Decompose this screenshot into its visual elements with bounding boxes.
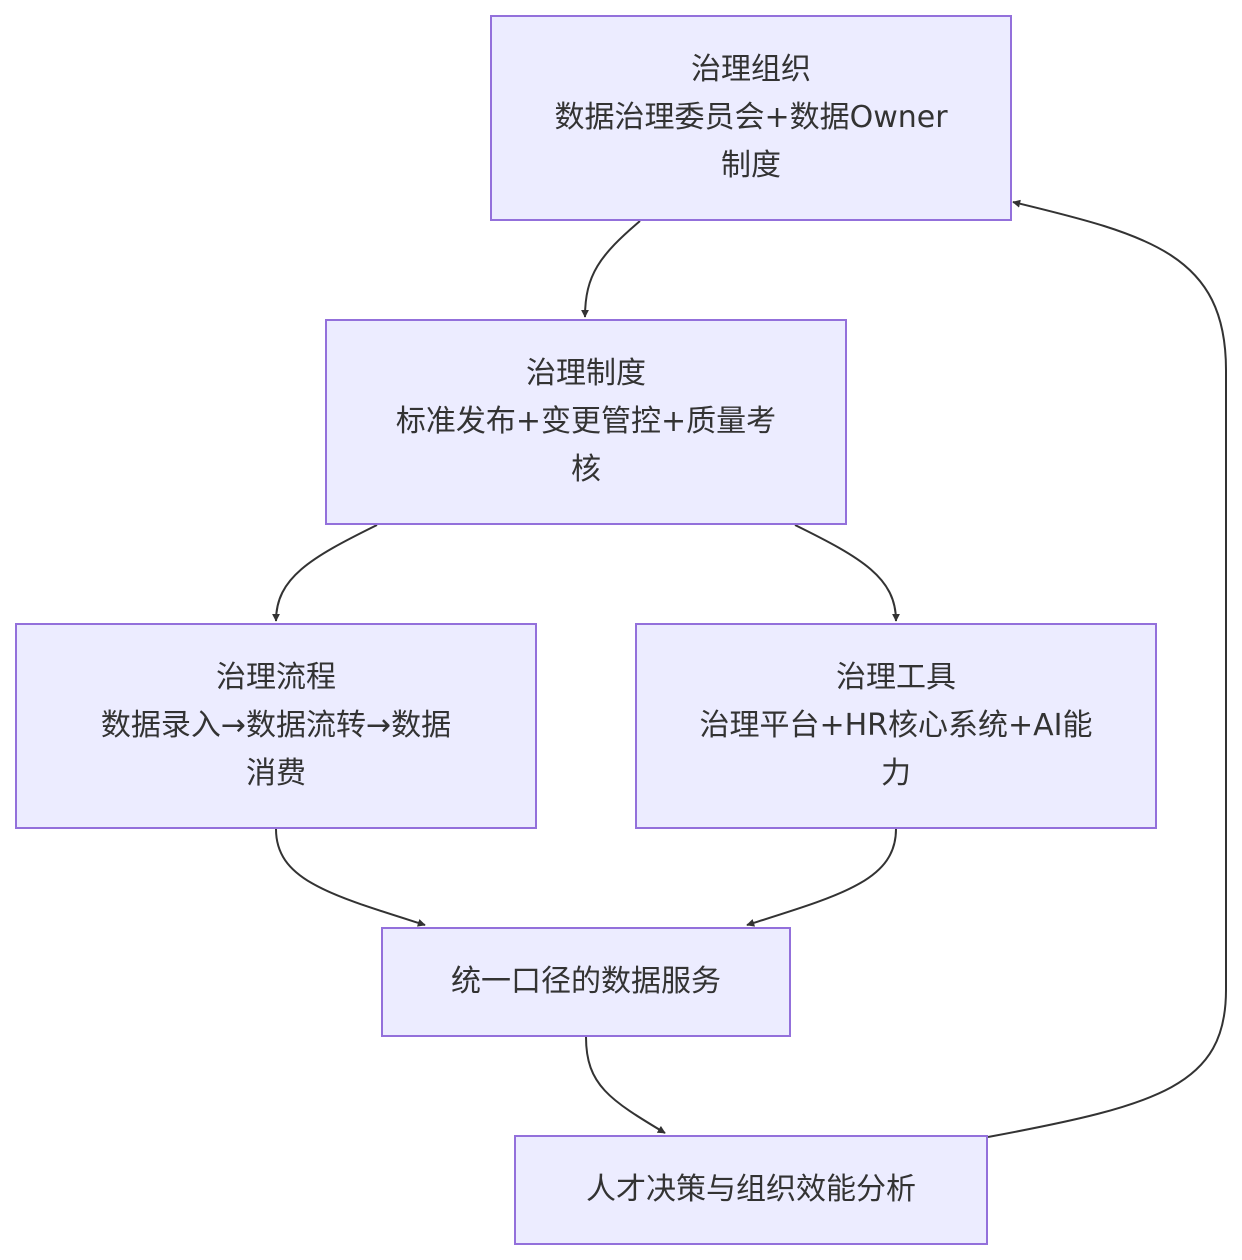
node-governance-tools-line-2: 治理平台+HR核心系统+AI能 [699, 708, 1093, 743]
edge-flow-to-svc [275, 828, 426, 927]
node-governance-process-line-1: 治理流程 [216, 660, 336, 695]
node-governance-policy-line-2: 标准发布+变更管控+质量考 [395, 404, 777, 439]
edge-svc-to-dec [585, 1036, 666, 1134]
edge-org-to-rule [581, 220, 641, 318]
node-governance-organization-line-1: 治理组织 [691, 52, 811, 87]
node-governance-process-line-2: 数据录入→数据流转→数据 [100, 708, 452, 743]
edge-rule-to-flow [272, 524, 378, 622]
node-governance-policy: 治理制度 标准发布+变更管控+质量考 核 [325, 319, 847, 525]
node-governance-organization: 治理组织 数据治理委员会+数据Owner 制度 [490, 15, 1012, 221]
node-governance-tools-line-1: 治理工具 [836, 660, 956, 695]
node-governance-tools-line-3: 力 [881, 756, 911, 791]
edge-tool-to-svc [746, 828, 897, 927]
node-governance-policy-line-3: 核 [571, 452, 601, 487]
edge-dec-to-org [987, 199, 1227, 1138]
node-unified-data-service-label: 统一口径的数据服务 [451, 964, 721, 999]
node-governance-tools: 治理工具 治理平台+HR核心系统+AI能 力 [635, 623, 1157, 829]
node-governance-policy-line-1: 治理制度 [526, 356, 646, 391]
node-governance-organization-line-3: 制度 [721, 148, 781, 183]
node-governance-process: 治理流程 数据录入→数据流转→数据 消费 [15, 623, 537, 829]
node-governance-process-line-3: 消费 [246, 756, 306, 791]
edge-rule-to-tool [794, 524, 900, 622]
node-talent-decision-analysis-label: 人才决策与组织效能分析 [586, 1172, 916, 1207]
node-unified-data-service: 统一口径的数据服务 [381, 927, 791, 1037]
node-governance-organization-line-2: 数据治理委员会+数据Owner [554, 100, 948, 135]
node-talent-decision-analysis: 人才决策与组织效能分析 [514, 1135, 988, 1245]
